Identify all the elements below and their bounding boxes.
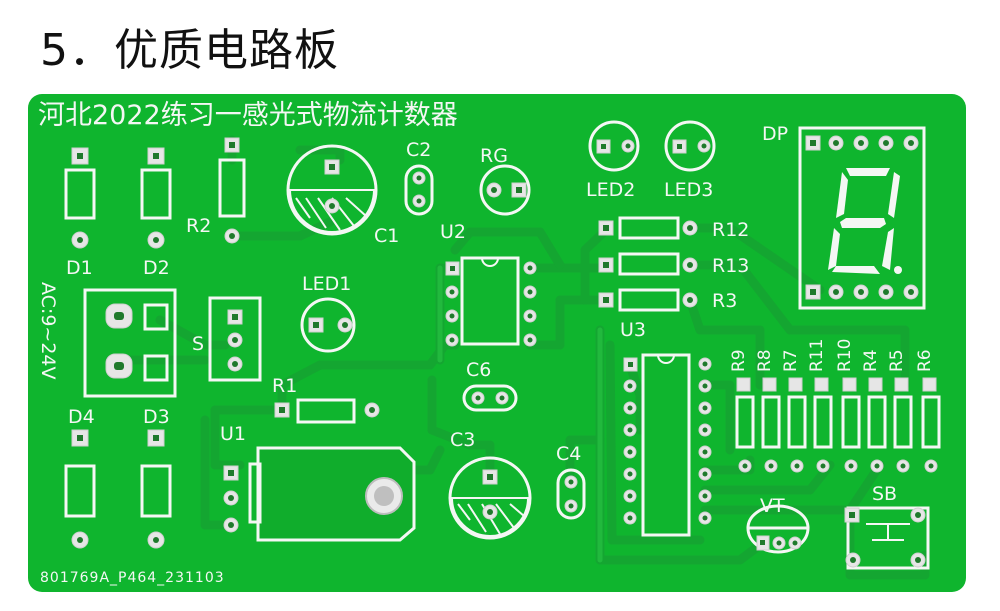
resistor-r3: R3 — [598, 288, 737, 312]
capacitor-c4: C4 — [556, 443, 586, 520]
label-r4: R4 — [861, 349, 881, 372]
label-r10: R10 — [835, 339, 855, 372]
label-dp: DP — [762, 123, 788, 145]
label-r2: R2 — [186, 215, 211, 237]
board-title: 河北2022练习一感光式物流计数器 — [38, 100, 458, 131]
led-led3: LED3 — [664, 120, 716, 201]
resistor-r2: R2 — [186, 137, 246, 244]
label-led2: LED2 — [586, 179, 635, 201]
label-r8: R8 — [755, 349, 775, 372]
label-r6: R6 — [915, 349, 935, 372]
label-r1: R1 — [272, 375, 297, 397]
label-c2: C2 — [406, 139, 431, 161]
transistor-vt: VT — [746, 495, 810, 554]
led-led2: LED2 — [586, 120, 640, 201]
resistor-r12: R12 — [598, 216, 749, 241]
diode-d4: D4 — [64, 406, 96, 549]
label-r9: R9 — [729, 349, 749, 372]
capacitor-c1: C1 — [286, 144, 399, 247]
switch-s: S — [192, 296, 262, 382]
resistor-r13: R13 — [598, 252, 749, 277]
ic-u3: U3 — [620, 319, 712, 537]
power-terminal: AC:9~24V — [37, 282, 177, 398]
label-sb: SB — [872, 483, 897, 505]
resistor-r1: R1 — [272, 375, 380, 424]
diode-d1: D1 — [64, 147, 96, 279]
label-c3: C3 — [450, 429, 475, 451]
capacitor-c3: C3 — [448, 429, 532, 540]
board-serial: 801769A_P464_231103 — [40, 570, 225, 586]
seven-segment-display-dp: DP — [762, 123, 926, 310]
label-r11: R11 — [807, 339, 827, 372]
diode-d2: D2 — [140, 147, 172, 279]
label-d4: D4 — [68, 406, 95, 428]
page-heading: 5．优质电路板 — [40, 25, 339, 76]
label-d2: D2 — [143, 257, 170, 279]
label-r12: R12 — [712, 219, 749, 241]
capacitor-c6: C6 — [462, 359, 518, 412]
label-r3: R3 — [712, 290, 737, 312]
label-s: S — [192, 333, 204, 355]
label-c1: C1 — [374, 225, 399, 247]
label-c6: C6 — [466, 359, 491, 381]
label-u1: U1 — [220, 423, 246, 445]
label-u2: U2 — [440, 221, 466, 243]
pushbutton-sb: SB — [844, 483, 930, 570]
regulator-u1: U1 — [220, 423, 416, 542]
power-label: AC:9~24V — [37, 282, 59, 380]
label-led3: LED3 — [664, 179, 713, 201]
ic-u2: U2 — [440, 221, 537, 347]
photoresistor-rg: RG — [479, 145, 531, 216]
resistor-bank: R9 R8 R7 R11 R10 R4 R5 R6 — [729, 339, 941, 473]
led-led1: LED1 — [300, 273, 356, 353]
diode-d3: D3 — [140, 406, 172, 549]
label-u3: U3 — [620, 319, 646, 341]
label-c4: C4 — [556, 443, 581, 465]
label-d1: D1 — [66, 257, 93, 279]
capacitor-c2: C2 — [404, 139, 434, 216]
label-led1: LED1 — [302, 273, 351, 295]
label-rg: RG — [480, 145, 508, 167]
label-d3: D3 — [143, 406, 170, 428]
label-r7: R7 — [781, 349, 801, 372]
label-r13: R13 — [712, 255, 749, 277]
label-r5: R5 — [887, 349, 907, 372]
